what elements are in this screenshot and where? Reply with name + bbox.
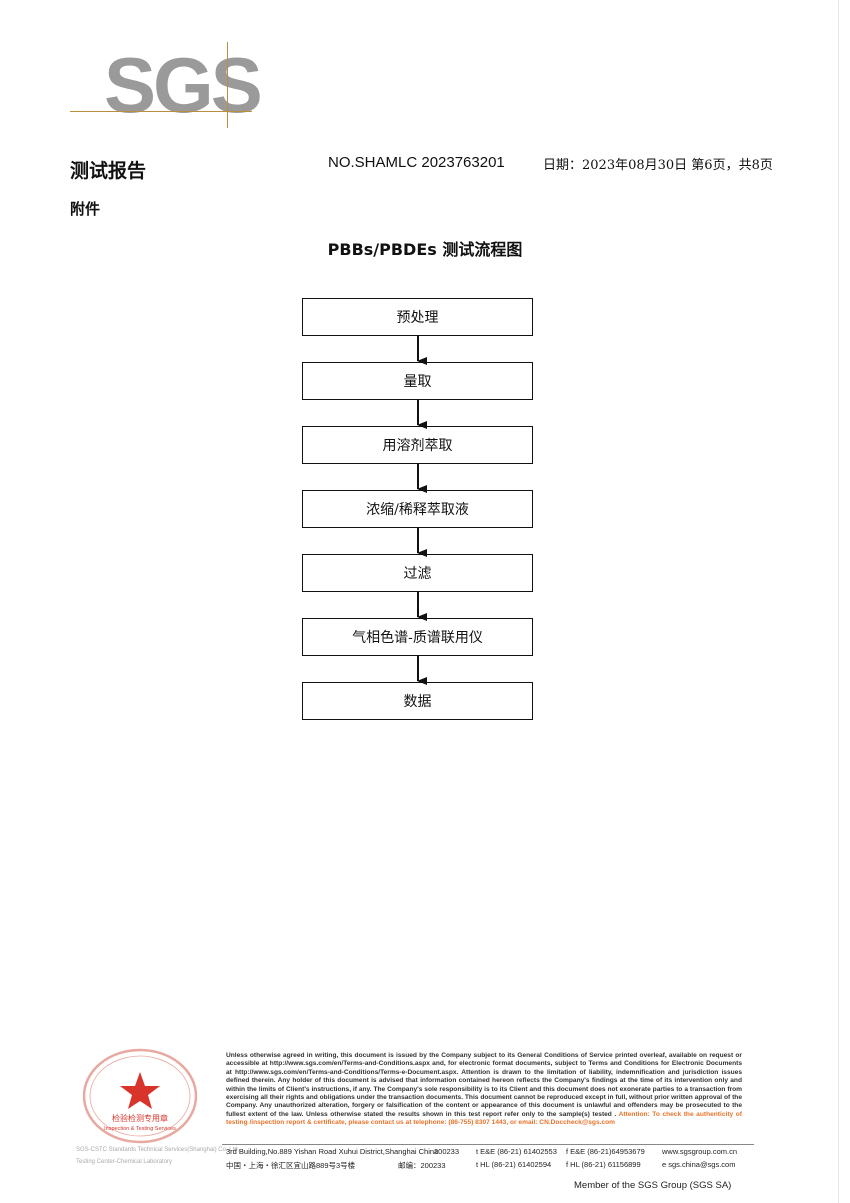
tel-hl: t HL (86-21) 61402594 [476,1160,552,1169]
seal-sub: Inspection & Testing Services [104,1126,176,1132]
flow-step-measure: 量取 [302,362,533,400]
seal-caption-company: SGS-CSTC Standards Technical Services(Sh… [76,1147,240,1153]
fax-ee: f E&E (86-21)64953679 [566,1147,645,1156]
zip-cn: 邮编：200233 [398,1161,446,1170]
flow-step-pretreatment: 预处理 [302,298,533,336]
legal-disclaimer: Unless otherwise agreed in writing, this… [226,1052,742,1128]
fax-hl: f HL (86-21) 61156899 [566,1160,641,1169]
disclaimer-text: Unless otherwise agreed in writing, this… [226,1052,742,1118]
report-title: 测试报告 [70,160,147,182]
website: www.sgsgroup.com.cn [662,1147,738,1156]
tel-ee: t E&E (86-21) 61402553 [476,1147,557,1156]
logo-vertical-line [227,42,228,128]
address-en: 3rd Building,No.889 Yishan Road Xuhui Di… [226,1147,439,1156]
flow-step-filter: 过滤 [302,554,533,592]
report-date-page: 日期：2023年08月30日 第6页，共8页 [543,158,773,173]
authenticity-notice: Attention: To check the authenticity of … [226,1110,742,1127]
logo-underline [70,111,252,112]
flowchart-title: PBBs/PBDEs 测试流程图 [327,240,523,259]
footer-divider [222,1144,754,1145]
zip-en: 200233 [434,1147,460,1156]
flow-step-solvent-extraction: 用溶剂萃取 [302,426,533,464]
flow-step-concentrate-dilute: 浓缩/稀释萃取液 [302,490,533,528]
flow-step-data: 数据 [302,682,533,720]
company-seal: 检验检测专用章 Inspection & Testing Services [82,1048,198,1144]
seal-star-icon [120,1072,160,1109]
address-cn: 中国・上海・徐汇区宜山路889号3号楼 [226,1161,356,1170]
sgs-member-note: Member of the SGS Group (SGS SA) [574,1180,732,1191]
seal-caption-lab: Testing Center-Chemical Laboratory [76,1159,173,1165]
flow-step-gcms: 气相色谱-质谱联用仪 [302,618,533,656]
report-number: NO.SHAMLC 2023763201 [328,154,505,171]
page-edge [838,0,839,1203]
seal-label: 检验检测专用章 [112,1113,168,1123]
attachment-heading: 附件 [70,200,101,218]
email: e sgs.china@sgs.com [662,1160,736,1169]
